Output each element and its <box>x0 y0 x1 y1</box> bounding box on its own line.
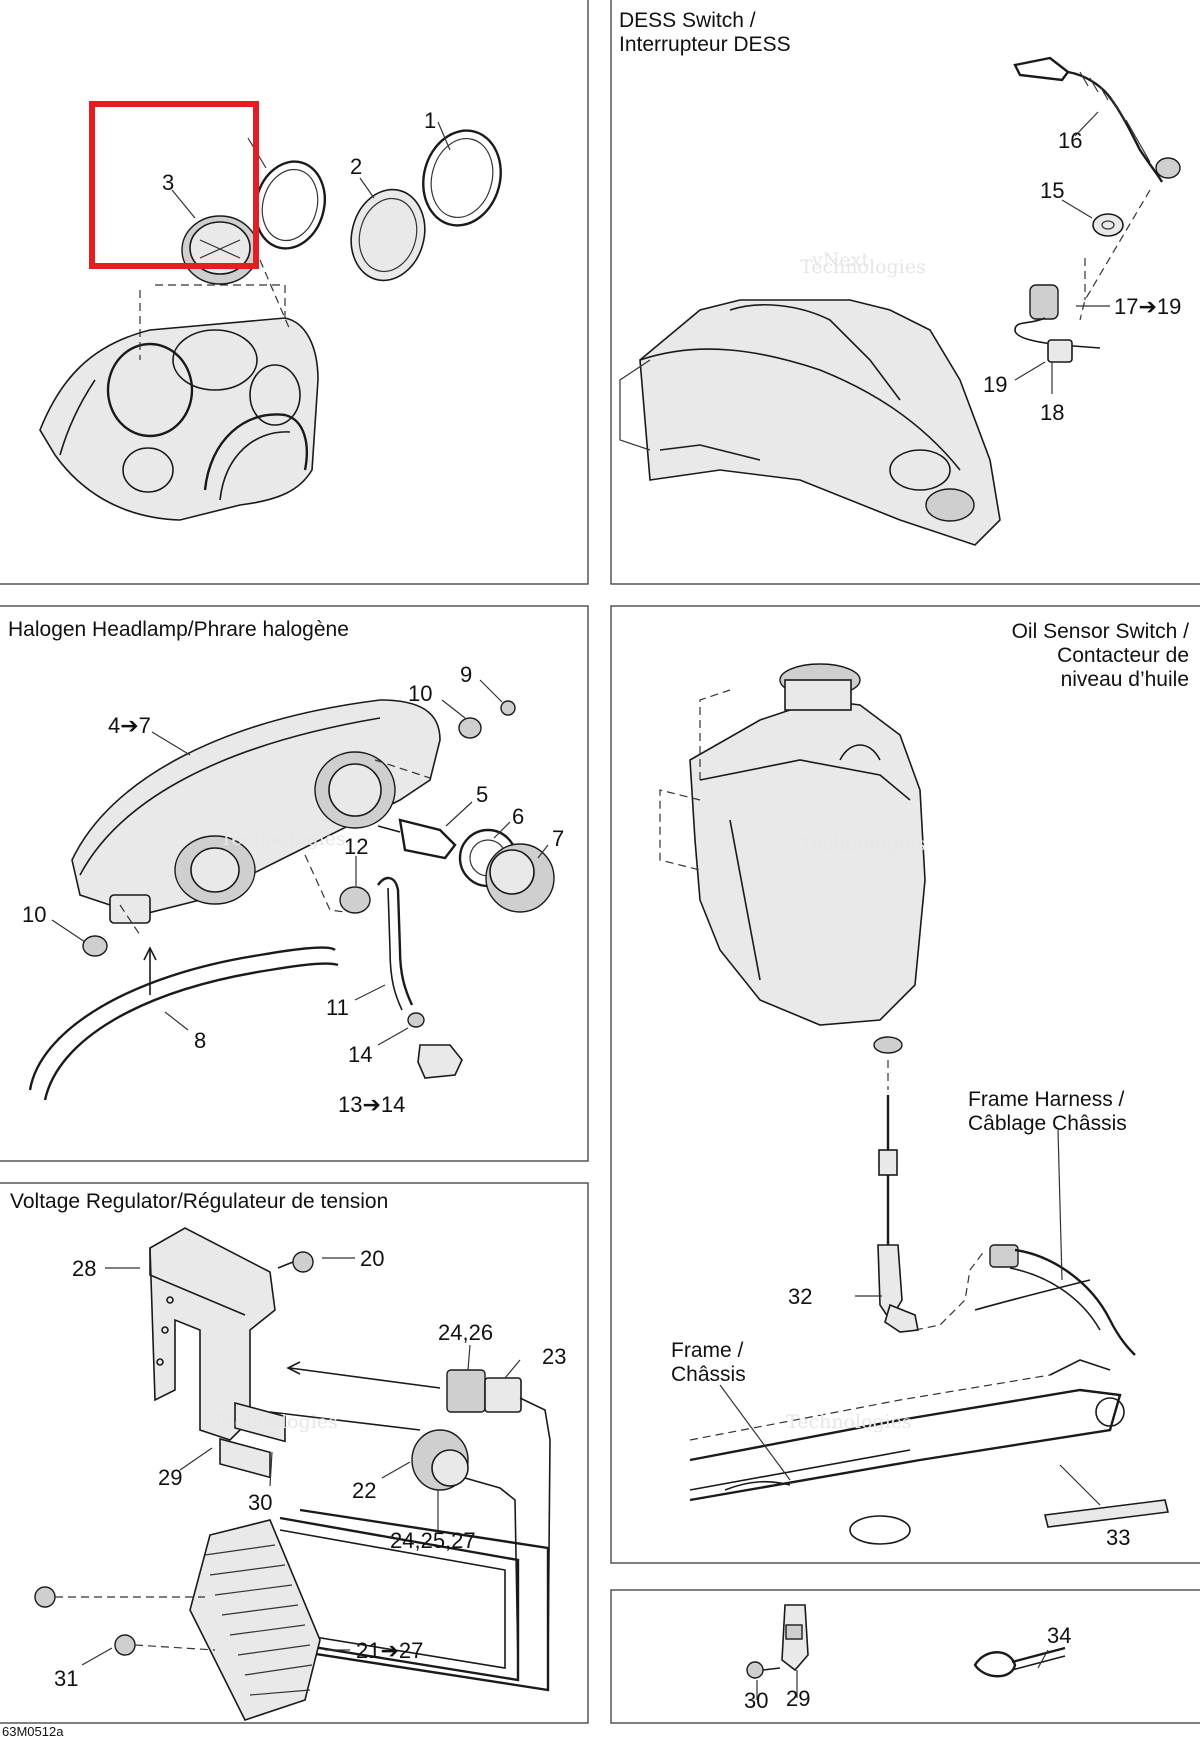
frame-line1: Frame / <box>671 1339 744 1362</box>
callout-33: 33 <box>1106 1525 1130 1550</box>
callout-19: 19 <box>983 372 1007 397</box>
callout-31: 31 <box>54 1666 78 1691</box>
callout-23: 23 <box>542 1344 566 1369</box>
oil-title-line2: Contacteur de <box>1057 644 1189 667</box>
callout-9: 9 <box>460 662 472 687</box>
callout-34: 34 <box>1047 1623 1071 1648</box>
callout-12: 12 <box>344 834 368 859</box>
callout-4-7: 4➔7 <box>108 713 151 738</box>
highlight-box <box>89 101 259 269</box>
callout-11: 11 <box>326 995 349 1020</box>
callout-21-27: 21➔27 <box>356 1638 423 1663</box>
oil-tank-drawing <box>659 663 1169 1545</box>
oil-title-line3: niveau d’huile <box>1061 668 1189 691</box>
callout-2: 2 <box>350 154 362 179</box>
frame-harness-line1: Frame Harness / <box>968 1088 1125 1111</box>
callout-24-25-27: 24,25,27 <box>390 1528 476 1553</box>
callout-24-26: 24,26 <box>438 1320 493 1345</box>
drawing-code: 63M0512a <box>2 1724 64 1739</box>
watermark-dess-line: Technologies <box>800 256 926 278</box>
callout-14: 14 <box>348 1042 372 1067</box>
callout-3: 3 <box>162 170 174 195</box>
callout-16: 16 <box>1058 128 1082 153</box>
callout-10b: 10 <box>22 902 46 927</box>
dess-title-line1: DESS Switch / <box>619 9 756 32</box>
regulator-title: Voltage Regulator/Régulateur de tension <box>10 1190 388 1213</box>
callout-20: 20 <box>360 1246 384 1271</box>
watermark-oil: Technologies <box>800 833 926 855</box>
dess-title-line2: Interrupteur DESS <box>619 33 791 56</box>
headlamp-drawing <box>28 679 555 1101</box>
callout-29b: 29 <box>786 1686 810 1711</box>
fasteners-drawing <box>746 1604 1066 1700</box>
frame-line2: Châssis <box>671 1363 746 1386</box>
callout-28: 28 <box>72 1256 96 1281</box>
callout-6: 6 <box>512 804 524 829</box>
watermark-headlamp: Technologies <box>220 828 346 850</box>
callout-7: 7 <box>552 826 564 851</box>
regulator-drawing <box>34 1227 551 1721</box>
callout-30b: 30 <box>744 1688 768 1713</box>
callout-8: 8 <box>194 1028 206 1053</box>
watermark-regulator: Technologies <box>212 1411 338 1433</box>
headlamp-title: Halogen Headlamp/Phrare halogène <box>8 618 349 641</box>
watermark-frame: Technologies <box>786 1411 912 1433</box>
callout-29a: 29 <box>158 1465 182 1490</box>
gauge-panel <box>0 0 589 585</box>
callout-17-19: 17➔19 <box>1114 294 1181 319</box>
dess-drawing <box>619 56 1181 546</box>
frame-harness-line2: Câblage Châssis <box>968 1112 1127 1135</box>
callout-18: 18 <box>1040 400 1064 425</box>
callout-32: 32 <box>788 1284 812 1309</box>
fasteners-panel <box>610 1589 1200 1724</box>
oil-title-line1: Oil Sensor Switch / <box>1012 620 1190 643</box>
callout-10a: 10 <box>408 681 432 706</box>
callout-13-14: 13➔14 <box>338 1092 405 1117</box>
callout-30a: 30 <box>248 1490 272 1515</box>
watermark-dess-small: vNext <box>811 249 869 271</box>
callout-22: 22 <box>352 1478 376 1503</box>
callout-5: 5 <box>476 782 488 807</box>
callout-15: 15 <box>1040 178 1064 203</box>
callout-1: 1 <box>424 108 436 133</box>
